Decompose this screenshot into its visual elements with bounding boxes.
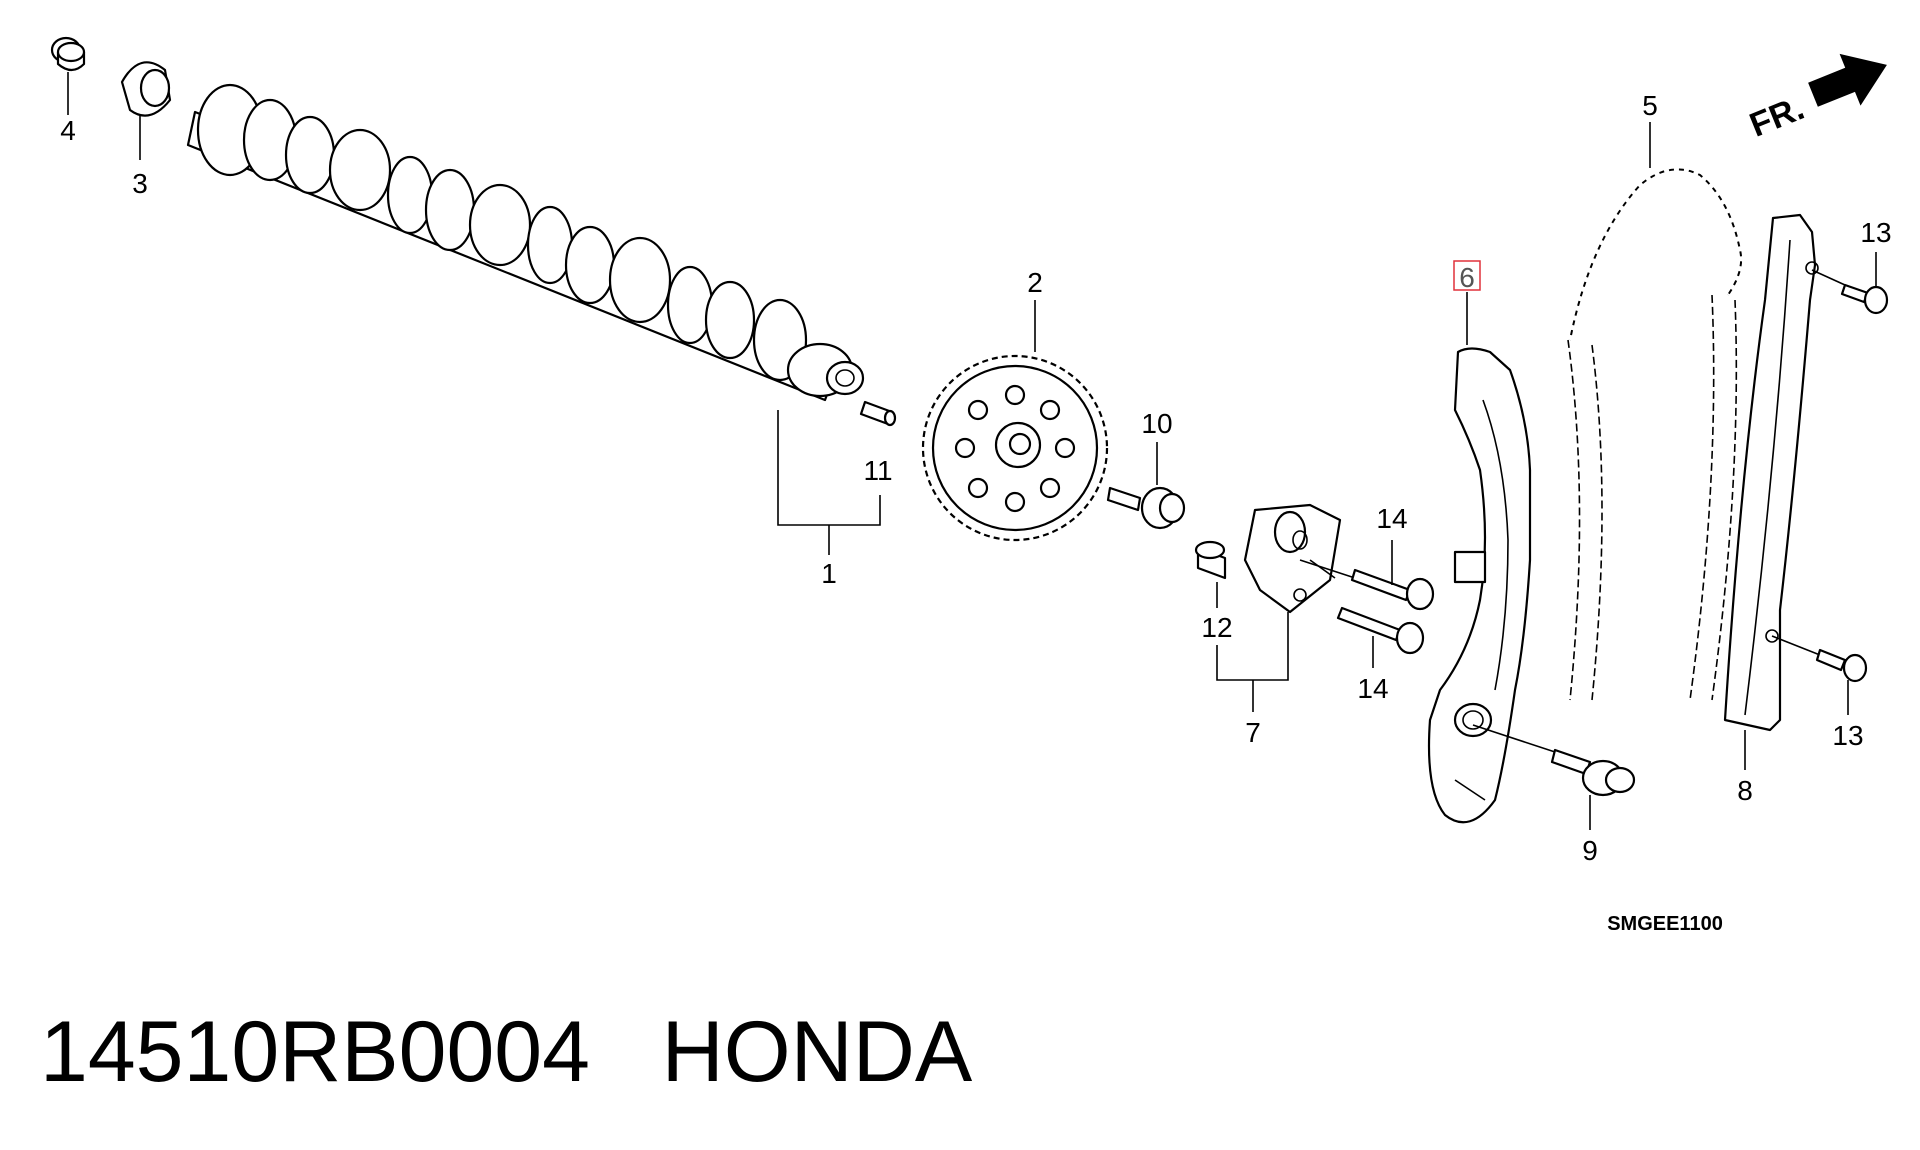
part-8-chain-guide — [1723, 213, 1819, 732]
callout-13-lower: 13 — [1832, 720, 1863, 751]
callout-2: 2 — [1027, 267, 1043, 298]
part-caption: 14510RB0004 HONDA — [40, 1004, 973, 1100]
callout-12: 12 — [1201, 612, 1232, 643]
callout-3: 3 — [132, 168, 148, 199]
callout-13-upper: 13 — [1860, 217, 1891, 248]
part-1-camshaft — [186, 83, 865, 402]
part-3-seal — [120, 61, 172, 117]
callout-1: 1 — [821, 558, 837, 589]
part-4-plug — [50, 36, 86, 72]
callout-14-upper: 14 — [1376, 503, 1407, 534]
callout-11: 11 — [863, 455, 892, 486]
callout-6: 6 — [1459, 262, 1475, 293]
part-14-bolt-lower — [1336, 606, 1425, 655]
part-6-tensioner-arm — [1427, 347, 1532, 824]
callout-7: 7 — [1245, 717, 1261, 748]
part-11-dowel-pin — [859, 400, 897, 427]
callout-8: 8 — [1737, 775, 1753, 806]
callout-4: 4 — [60, 115, 76, 146]
part-12-collar — [1194, 540, 1227, 580]
callout-14-lower: 14 — [1357, 673, 1388, 704]
callout-10: 10 — [1141, 408, 1172, 439]
part-5-cam-chain — [1566, 165, 1746, 701]
part-7-tensioner — [1243, 503, 1342, 614]
callout-5: 5 — [1642, 90, 1658, 121]
part-2-sprocket — [921, 354, 1109, 542]
callout-9: 9 — [1582, 835, 1598, 866]
part-10-bolt — [1106, 486, 1186, 530]
diagram-code: SMGEE1100 — [1607, 913, 1723, 935]
front-direction-label: FR. — [1745, 89, 1810, 145]
callout-6-highlight-box — [1453, 260, 1481, 291]
front-direction-indicator: FR. — [1745, 53, 1887, 145]
part-14-bolt-upper — [1299, 559, 1435, 611]
part-13-bolt-lower — [1771, 635, 1868, 683]
part-9-pivot-bolt — [1472, 724, 1636, 797]
front-arrow-icon — [1808, 53, 1887, 107]
